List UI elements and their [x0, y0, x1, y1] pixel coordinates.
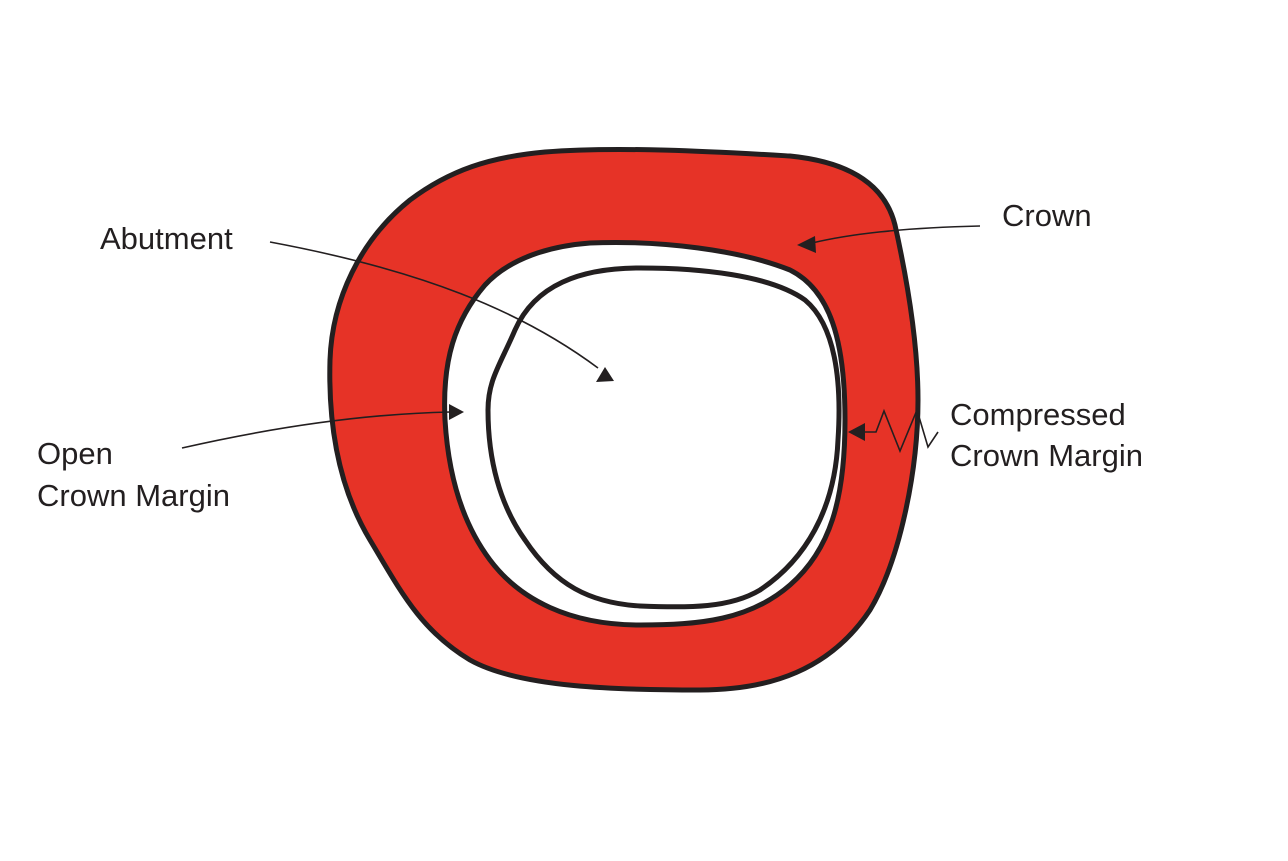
abutment-label: Abutment: [100, 221, 233, 256]
compressed-margin-leader-line: [860, 407, 939, 454]
crown-arrowhead: [797, 236, 816, 253]
crown-label: Crown: [1002, 198, 1092, 233]
compressed-margin-label-line1: Compressed: [950, 397, 1126, 432]
compressed-margin-arrowhead: [848, 423, 865, 441]
abutment-leader-line: [269, 241, 599, 369]
open-margin-arrowhead: [449, 404, 464, 420]
abutment-arrowhead: [596, 367, 614, 382]
crown-leader-line: [811, 225, 981, 244]
open-margin-label-line2: Crown Margin: [37, 478, 230, 513]
abutment-shape: [485, 265, 842, 610]
open-margin-label-line1: Open: [37, 436, 113, 471]
open-margin-leader-line: [181, 411, 451, 449]
compressed-margin-label-line2: Crown Margin: [950, 438, 1143, 473]
